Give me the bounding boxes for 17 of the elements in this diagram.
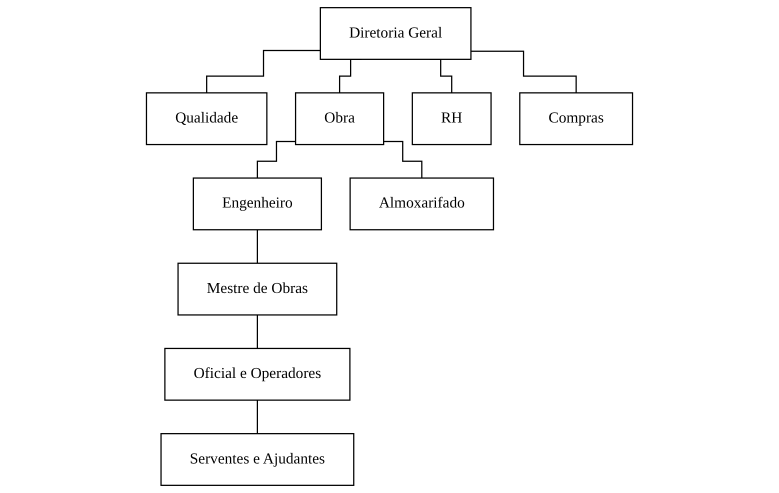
node-box: Almoxarifado — [350, 177, 494, 230]
node-box: Serventes e Ajudantes — [160, 433, 354, 486]
node-box: Mestre de Obras — [177, 262, 338, 316]
connector — [206, 50, 320, 94]
node-box: Compras — [519, 92, 634, 146]
connector — [256, 400, 258, 434]
node-box: Qualidade — [146, 92, 268, 146]
connector — [384, 140, 422, 179]
node-box: Diretoria Geral — [320, 7, 472, 60]
node-box: Engenheiro — [192, 177, 322, 230]
node-box: RH — [412, 92, 492, 146]
connector — [256, 229, 258, 264]
connector — [470, 50, 577, 94]
connector — [256, 314, 258, 350]
node-box: Obra — [294, 92, 384, 146]
connector — [256, 140, 296, 179]
node-box: Oficial e Operadores — [164, 348, 351, 401]
